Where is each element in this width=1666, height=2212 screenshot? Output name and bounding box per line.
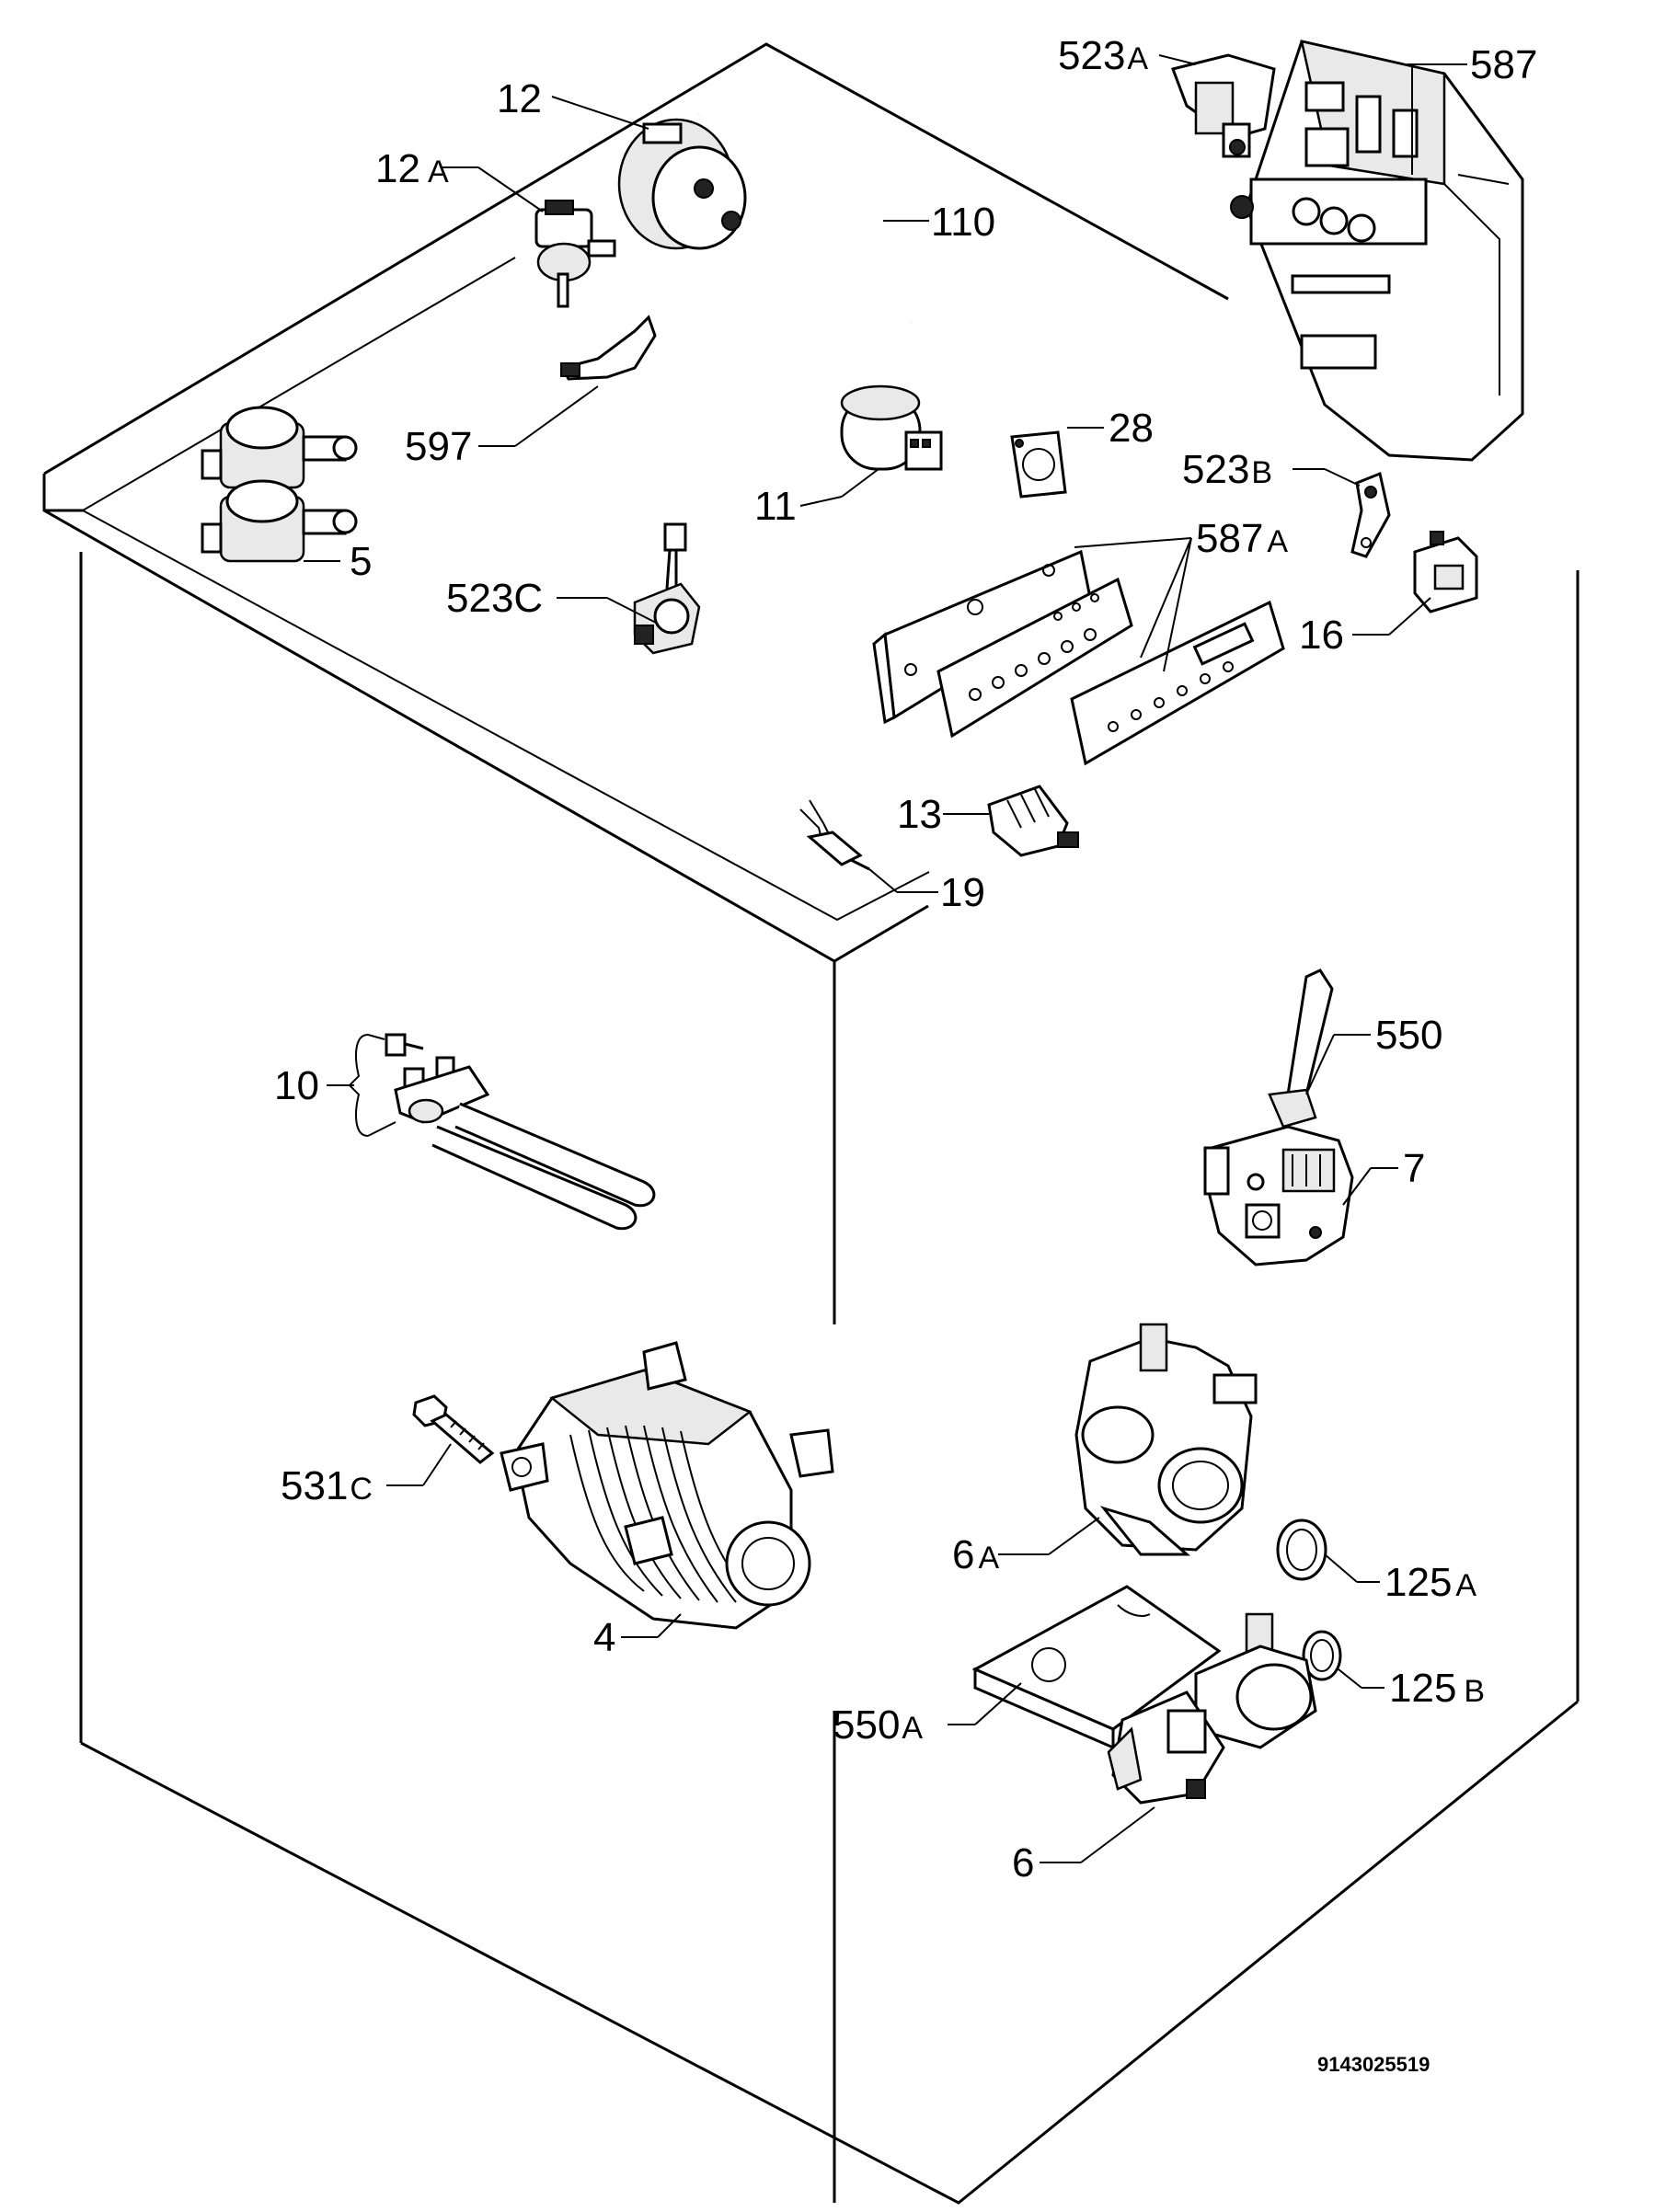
label-11: 11 xyxy=(754,484,797,529)
label-7: 7 xyxy=(1403,1146,1425,1191)
part-6-drain-pump xyxy=(1107,1612,1317,1805)
label-12a-suffix: A xyxy=(428,155,449,189)
part-550-cable-holder xyxy=(1268,968,1334,1129)
part-6a-pump-housing xyxy=(1074,1323,1258,1556)
part-5-inlet-valve xyxy=(201,406,358,563)
part-13-connector xyxy=(987,785,1079,857)
label-6a-number: 6 xyxy=(952,1532,974,1577)
part-587a-keyboard-panels xyxy=(872,549,1285,766)
label-125a-number: 125 xyxy=(1385,1560,1452,1605)
label-523a: 523A xyxy=(1058,33,1148,78)
label-523b-number: 523 xyxy=(1182,447,1249,492)
label-550a: 550A xyxy=(833,1702,923,1748)
label-531c-number: 531 xyxy=(281,1463,348,1508)
label-6a-suffix: A xyxy=(978,1541,999,1576)
part-28-gasket xyxy=(1010,430,1067,499)
label-597: 597 xyxy=(405,424,472,469)
label-587: 587 xyxy=(1470,42,1537,87)
label-125a-suffix: A xyxy=(1455,1568,1476,1603)
label-550: 550 xyxy=(1375,1013,1442,1058)
label-523b-suffix: B xyxy=(1251,455,1272,490)
label-6: 6 xyxy=(1012,1840,1034,1885)
label-523a-suffix: A xyxy=(1127,41,1148,76)
label-16: 16 xyxy=(1299,613,1344,658)
cabinet-outline xyxy=(42,42,1580,2205)
part-11-capacitor xyxy=(840,384,943,471)
part-19-ntc-sensor xyxy=(799,799,870,871)
label-5: 5 xyxy=(350,539,372,584)
part-523a-switch xyxy=(1171,53,1276,158)
label-4: 4 xyxy=(593,1615,615,1660)
label-10: 10 xyxy=(274,1063,319,1108)
label-110: 110 xyxy=(931,200,995,245)
part-4-motor xyxy=(500,1341,834,1630)
label-531c: 531C xyxy=(281,1463,373,1508)
label-125b-suffix: B xyxy=(1464,1674,1485,1709)
part-531c-screw xyxy=(412,1394,495,1464)
label-523c: 523C xyxy=(446,576,543,621)
label-587a-suffix: A xyxy=(1267,524,1288,559)
part-16-terminal-block xyxy=(1413,531,1478,613)
part-12-selector-switch xyxy=(617,111,913,324)
part-7-door-lock xyxy=(1203,1125,1354,1266)
label-531c-suffix: C xyxy=(350,1472,373,1507)
leader-lines xyxy=(304,54,1467,1863)
label-12: 12 xyxy=(497,76,542,121)
label-125b-number: 125 xyxy=(1389,1666,1456,1711)
part-550a-foam-pad xyxy=(971,1585,1222,1750)
part-523c-door-interlock xyxy=(633,522,701,655)
part-125a-seal xyxy=(1276,1519,1327,1581)
label-13: 13 xyxy=(897,792,942,837)
part-587-control-board xyxy=(1230,40,1524,462)
part-125b-seal xyxy=(1302,1630,1342,1681)
part-597-clip xyxy=(560,315,657,381)
label-523a-number: 523 xyxy=(1058,33,1125,78)
part-10-heating-element xyxy=(385,1033,656,1231)
part-523b-bracket xyxy=(1350,471,1391,558)
drawing-code: 9143025519 xyxy=(1317,2053,1430,2076)
label-28: 28 xyxy=(1109,406,1154,451)
label-523b: 523B xyxy=(1182,447,1272,492)
label-587a-number: 587 xyxy=(1196,516,1263,561)
part-12a-pressure-switch xyxy=(534,200,616,308)
label-550a-number: 550 xyxy=(833,1702,900,1748)
label-19: 19 xyxy=(940,870,985,915)
label-550a-suffix: A xyxy=(902,1711,923,1746)
label-12a-number: 12 xyxy=(375,146,420,191)
